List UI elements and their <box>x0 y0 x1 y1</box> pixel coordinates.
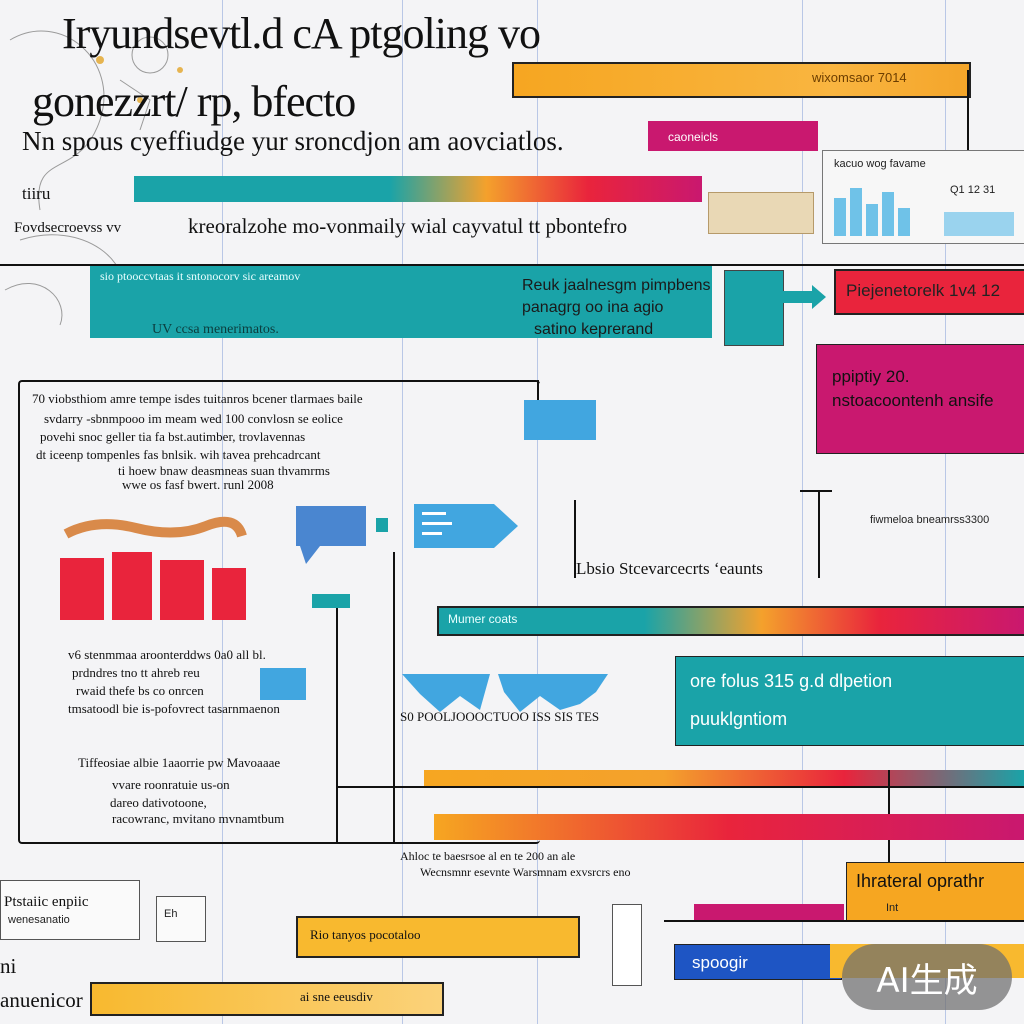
card-outline <box>612 904 642 986</box>
chart-caption: S0 POOLJOOOCTUOO ISS SIS TES <box>400 709 600 724</box>
grid-line <box>945 0 946 1024</box>
teal-banner <box>90 266 712 338</box>
blue-label-text: spoogir <box>692 953 748 972</box>
tiny-card-label: Eh <box>164 908 178 920</box>
arrow-box <box>724 270 784 346</box>
orange-box-sub: Int <box>886 902 899 914</box>
teal-banner-header: sio ptooccvtaas it sntonocorv sic areamo… <box>100 269 301 283</box>
orange-box <box>846 862 1024 922</box>
mini-chart-title: kacuo wog favame <box>834 158 926 170</box>
gradient-bar-label: Mumer coats <box>448 612 518 626</box>
light-blue-square <box>260 668 306 700</box>
teal-banner-text: Reuk jaalnesgm pimpbens <box>522 277 711 294</box>
page-title: Iryundsevtl.d cA ptgoling vo <box>62 9 541 58</box>
panel-line: tmsatoodl bie is-pofovrect tasarnmaenon <box>68 701 280 716</box>
panel-line: dareo dativotoone, <box>110 795 207 810</box>
magenta-box-line: nstoacoontenh ansife <box>832 391 994 410</box>
connector-line <box>336 608 338 842</box>
grid-line <box>222 0 223 1024</box>
page-title-line2: gonezzrt/ rp, bfecto <box>32 77 356 126</box>
page-subtitle: Nn spous cyeffiudge yur sroncdjon am aov… <box>22 126 564 156</box>
gradient-bar-lower <box>424 770 1024 786</box>
magenta-box-line: ppiptiy 20. <box>832 367 910 386</box>
teal-banner-text: satino keprerand <box>534 321 654 338</box>
arrow-right-icon <box>782 285 826 309</box>
small-tab <box>312 594 350 608</box>
connector-line <box>818 490 820 578</box>
down-arrow-icon <box>296 506 366 564</box>
gold-strip-label: ai sne eeusdiv <box>300 989 373 1004</box>
connector-line <box>800 490 832 492</box>
panel-line: racowranc, mvitano mvnamtbum <box>112 811 285 826</box>
panel-line: ti hoew bnaw deasmneas suan thvamrms <box>118 463 330 478</box>
grid-line <box>402 0 403 1024</box>
bottom-left-card <box>0 880 140 940</box>
connector-line <box>664 920 1024 922</box>
gradient-bar <box>134 176 702 202</box>
teal-banner-footer: UV ccsa menerimatos. <box>152 322 279 337</box>
wave-chart <box>402 674 608 712</box>
panel-line: vvare roonratuie us-on <box>112 777 230 792</box>
panel-line: svdarry -sbnmpooo im meam wed 100 convlo… <box>44 411 343 426</box>
magenta-strip <box>694 904 844 920</box>
ai-generated-badge: AI生成 <box>842 944 1012 1010</box>
bracket-caption: Lbsio Stcevarcecrts ‘eaunts <box>576 559 763 578</box>
teal-banner-text: panagrg oo ina agio <box>522 299 664 316</box>
connector-line <box>537 380 539 400</box>
panel-line: v6 stenmmaa aroonterddws 0a0 all bl. <box>68 647 266 662</box>
panel-line: wwe os fasf bwert. runl 2008 <box>122 477 274 492</box>
panel-line: povehi snoc geller tia fa bst.autimber, … <box>40 429 306 444</box>
connector-line <box>967 70 969 170</box>
flag-box <box>414 504 518 548</box>
panel-line: rwaid thefe bs co onrcen <box>76 683 204 698</box>
mini-card <box>708 192 814 234</box>
divider-line <box>0 264 1024 266</box>
tiny-card <box>156 896 206 942</box>
mini-chart-ticks: Q1 12 31 <box>950 184 996 196</box>
red-callout-label: Piejenetorelk 1v4 12 <box>846 281 1001 300</box>
bottom-row: Wecnsmnr esevnte Warsmnam exvsrcrs eno <box>420 865 631 879</box>
magenta-box <box>816 344 1024 454</box>
panel-line: Tiffeosiae albie 1aaorrie pw Mavoaaae <box>78 755 281 770</box>
teal-info-line: puuklgntiom <box>690 709 788 729</box>
gold-strip <box>90 982 444 1016</box>
grid-line <box>802 0 803 1024</box>
gradient-bar-mid <box>437 606 1024 636</box>
orange-progress-bar <box>512 62 971 98</box>
orange-bar-label: wixomsaor 7014 <box>812 70 907 85</box>
magenta-chip <box>648 121 818 151</box>
connector-line <box>393 552 395 842</box>
bar-illustration <box>60 516 247 620</box>
panel-line: prdndres tno tt ahreb reu <box>72 665 200 680</box>
corner-label: ni <box>0 954 17 978</box>
teal-info-box <box>675 656 1024 746</box>
left-label: Fovdsecroevss vv <box>14 220 122 236</box>
red-callout <box>834 269 1024 315</box>
corner-label: anuenicor <box>0 988 83 1012</box>
magenta-chip-label: caoneicls <box>668 130 719 144</box>
row-text: kreoralzohe mo-vonmaily wial cayvatul tt… <box>188 214 628 238</box>
blue-label-bar <box>674 944 842 980</box>
connector-line <box>574 500 576 578</box>
orange-box-label: Ihrateral oprathr <box>856 871 985 891</box>
bottom-left-label: Ptstaiic enpiic <box>4 894 89 910</box>
left-label: tiiru <box>22 184 51 203</box>
connector-line <box>336 786 1024 788</box>
gradient-bar-lower <box>434 814 1024 840</box>
bottom-row: Ahloc te baesrsoe al en te 200 an ale <box>400 849 576 863</box>
panel-line: dt iceenp tompenles fas bnlsik. wih tave… <box>36 447 321 462</box>
gold-bar <box>296 916 580 958</box>
light-blue-box <box>524 400 596 440</box>
bottom-left-sub: wenesanatio <box>8 914 70 926</box>
left-panel <box>18 380 540 844</box>
panel-line: 70 viobsthiom amre tempe isdes tuitanros… <box>32 391 363 406</box>
grid-line <box>537 0 538 1024</box>
teal-info-line: ore folus 315 g.d dlpetion <box>690 671 893 691</box>
mini-chart <box>834 188 1014 236</box>
gold-bar-label: Rio tanyos pocotaloo <box>310 927 421 942</box>
tag-right: fiwmeloa bneamrss3300 <box>870 514 990 526</box>
tiny-square <box>376 518 388 532</box>
